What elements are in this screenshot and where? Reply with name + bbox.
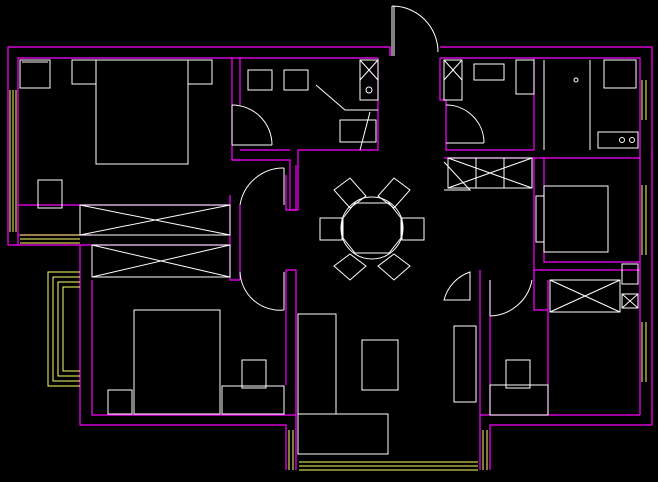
wall-living-left (286, 269, 297, 415)
living-furniture (297, 313, 477, 455)
furniture (19, 5, 639, 455)
window-east (641, 80, 647, 382)
wall-north-right-inner (440, 57, 641, 150)
wall-south-right-inner (479, 414, 640, 470)
wall-bedroom4-left (533, 158, 640, 271)
window-south-living (288, 430, 488, 471)
master-bed-icon (19, 59, 213, 165)
door-swing-icon (489, 279, 533, 317)
wall-bedroom4-left-2 (543, 158, 640, 263)
dining-table-icon (319, 177, 425, 281)
bath-fixtures (247, 59, 379, 151)
window-west-bay (47, 271, 80, 387)
wall-north-left-inner (17, 57, 378, 245)
wardrobe-icon (549, 263, 639, 313)
wall-bath-bottom (232, 58, 379, 211)
door-swing-icon (445, 104, 485, 144)
wall-corridor-left (229, 195, 240, 281)
walls (7, 46, 653, 470)
bed-icon (535, 185, 609, 253)
wall-north-left (7, 46, 391, 245)
wardrobe-icon (79, 204, 231, 278)
window-west-upper (9, 90, 80, 244)
wall-bedroom5-top (533, 270, 548, 311)
entry-door-icon (391, 5, 439, 56)
door-swing-icon (443, 161, 472, 191)
door-swing-icon (231, 104, 273, 146)
wall-living-left-3 (285, 165, 297, 211)
door-swing-icon (443, 271, 471, 301)
desk-master (37, 179, 63, 209)
bed-icon (107, 309, 285, 415)
door-swing-icon (239, 271, 285, 311)
desk-bedroom5 (489, 359, 549, 416)
kitchen-fixtures (443, 59, 639, 150)
wall-south-left-inner (91, 280, 297, 470)
windows (9, 80, 647, 471)
door-swing-icon (239, 167, 285, 206)
wardrobe-icon (447, 157, 533, 189)
wall-south-left (79, 270, 287, 470)
wall-south-right (489, 424, 652, 470)
wall-north-right (440, 46, 653, 160)
